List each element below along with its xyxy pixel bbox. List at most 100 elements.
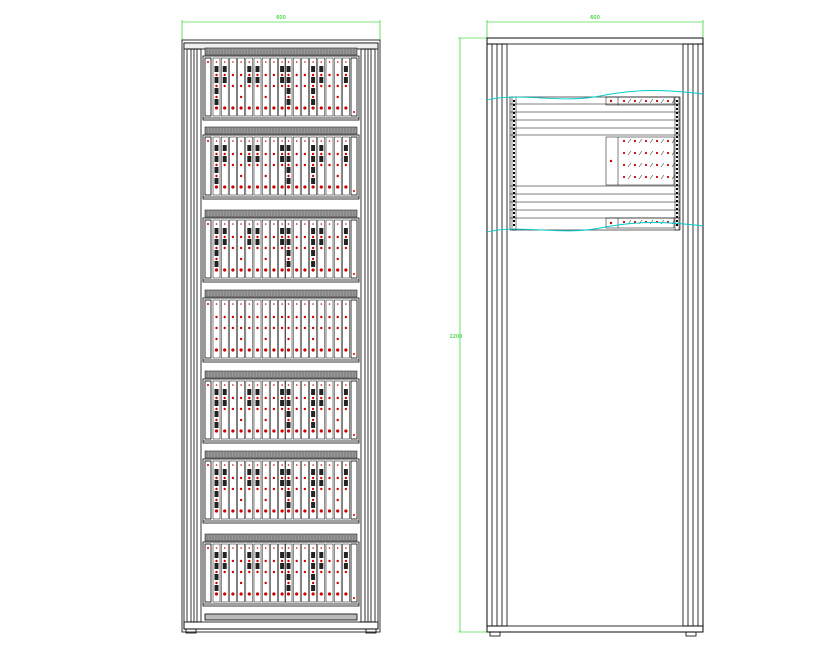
line-card <box>270 460 278 520</box>
line-card <box>309 380 317 440</box>
line-card <box>270 299 278 359</box>
line-card <box>220 136 229 196</box>
line-card <box>301 380 309 440</box>
line-card <box>278 460 286 520</box>
line-card <box>229 380 237 440</box>
line-card <box>301 299 309 359</box>
chassis <box>202 134 360 200</box>
line-card <box>309 543 317 603</box>
line-card <box>245 380 254 440</box>
side-left-pillar <box>486 43 508 627</box>
line-card <box>237 136 245 196</box>
line-card <box>325 57 334 117</box>
line-card <box>245 219 254 279</box>
rack-ear <box>204 460 212 520</box>
chassis <box>202 55 360 121</box>
line-card <box>325 219 334 279</box>
line-card <box>270 57 278 117</box>
line-card <box>220 543 229 603</box>
shelf-5 <box>202 370 360 444</box>
line-card <box>237 219 245 279</box>
line-card <box>261 460 270 520</box>
line-card <box>317 219 326 279</box>
rack-ear <box>350 543 358 603</box>
rack-ear <box>204 57 212 117</box>
line-card <box>292 460 301 520</box>
line-card <box>237 299 245 359</box>
line-card <box>270 136 278 196</box>
line-card <box>325 380 334 440</box>
line-card <box>301 219 309 279</box>
line-card <box>229 543 237 603</box>
front-left-pillar <box>186 48 202 623</box>
line-card <box>237 380 245 440</box>
line-card <box>333 136 342 196</box>
line-card <box>270 219 278 279</box>
vent-bar <box>204 533 358 542</box>
line-card <box>342 136 350 196</box>
front-width-label: 600 <box>276 15 286 21</box>
line-card <box>245 57 254 117</box>
line-card <box>301 460 309 520</box>
front-width-dimension: 600 <box>181 15 381 40</box>
line-card <box>270 543 278 603</box>
rack-ear <box>204 380 212 440</box>
vent-bar <box>204 289 358 298</box>
line-card <box>220 299 229 359</box>
shelf-1 <box>202 47 360 121</box>
chassis <box>202 378 360 444</box>
bottom-break-line <box>486 222 704 233</box>
line-card <box>237 460 245 520</box>
side-internal-section <box>509 96 681 231</box>
side-height-label: 2200 <box>450 334 463 340</box>
line-card <box>292 543 301 603</box>
line-card <box>261 219 270 279</box>
chassis <box>202 297 360 363</box>
vent-bar <box>204 450 358 459</box>
side-width-dimension: 600 <box>486 15 704 40</box>
rack-ear <box>204 299 212 359</box>
line-card <box>342 57 350 117</box>
line-card <box>245 136 254 196</box>
line-card <box>212 219 221 279</box>
rack-ear <box>350 136 358 196</box>
side-height-dimension: 2200 <box>450 37 487 633</box>
line-card <box>261 57 270 117</box>
line-card <box>309 299 317 359</box>
line-card <box>292 57 301 117</box>
side-width-label: 600 <box>590 15 600 21</box>
side-equipment-block <box>605 96 676 106</box>
vent-bar <box>204 209 358 218</box>
line-card <box>342 299 350 359</box>
line-card <box>212 460 221 520</box>
front-bottom-vent <box>204 613 358 621</box>
line-card <box>301 57 309 117</box>
chassis <box>202 541 360 607</box>
line-card <box>333 460 342 520</box>
chassis <box>202 458 360 524</box>
line-card <box>278 299 286 359</box>
line-card <box>292 380 301 440</box>
line-card <box>253 299 262 359</box>
line-card <box>212 57 221 117</box>
line-card <box>292 219 301 279</box>
line-card <box>342 219 350 279</box>
vent-bar <box>204 370 358 379</box>
line-card <box>237 543 245 603</box>
top-break-line <box>486 90 704 101</box>
front-shelves <box>202 47 360 607</box>
line-card <box>229 136 237 196</box>
line-card <box>284 543 293 603</box>
line-card <box>333 57 342 117</box>
line-card <box>333 219 342 279</box>
line-card <box>229 460 237 520</box>
line-card <box>278 219 286 279</box>
side-cabinet-outline <box>486 37 704 633</box>
vent-bar <box>204 126 358 135</box>
line-card <box>333 380 342 440</box>
line-card <box>212 543 221 603</box>
rack-ear <box>350 380 358 440</box>
line-card <box>245 460 254 520</box>
line-card <box>245 543 254 603</box>
